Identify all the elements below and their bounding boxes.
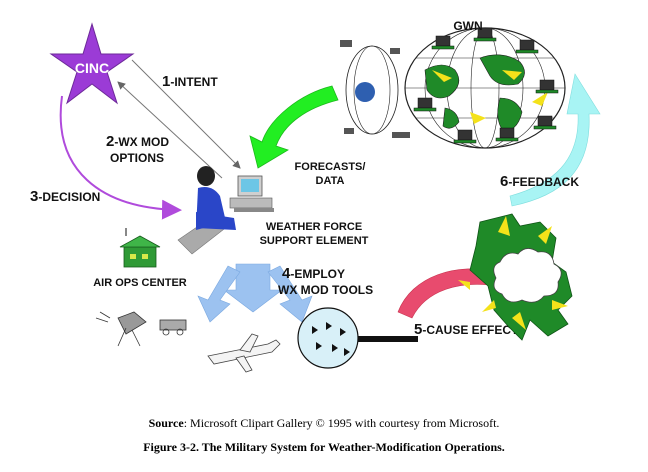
feedback-label: 6-FEEDBACK [500,173,579,190]
decision-label: 3-DECISION [30,188,100,205]
figure-caption: Figure 3-2. The Military System for Weat… [143,440,505,454]
cinc-star: CINC [49,22,135,105]
decision-arrow [59,95,182,220]
options-label-2: OPTIONS [110,151,164,165]
gwn-network: GWN [340,19,566,149]
weather-force-label-1: WEATHER FORCE [266,221,362,233]
employ-label: 4-EMPLOY [282,265,345,282]
options-arrow [117,81,223,179]
air-ops-center-label: AIR OPS CENTER [93,277,187,289]
cause-label: 5-CAUSE EFFECT [414,321,519,338]
options-label: 2-WX MOD [106,133,169,150]
gwn-label: GWN [453,19,482,33]
ground-equipment [95,311,187,347]
source-text: : Microsoft Clipart Gallery © 1995 with … [183,416,500,430]
target-area [458,213,573,341]
feedback-arrow [509,73,601,207]
air-ops-center-building [119,228,161,268]
aircraft [207,333,281,373]
weather-force-label-2: SUPPORT ELEMENT [260,235,369,247]
source-caption: Source: Microsoft Clipart Gallery © 1995… [0,416,648,431]
employ-arrows [197,263,313,323]
source-label: Source [148,416,184,430]
forecast-arrow [249,85,339,169]
forecasts-label-1: FORECASTS/ [295,161,366,173]
forecasts-label-2: DATA [316,175,345,187]
operator-figure [177,166,274,255]
intent-arrow [131,59,241,169]
intent-label: 1-INTENT [162,73,218,90]
wx-mod-tools-circle [297,307,418,369]
cinc-label: CINC [75,60,109,76]
employ-label-2: WX MOD TOOLS [278,283,373,297]
